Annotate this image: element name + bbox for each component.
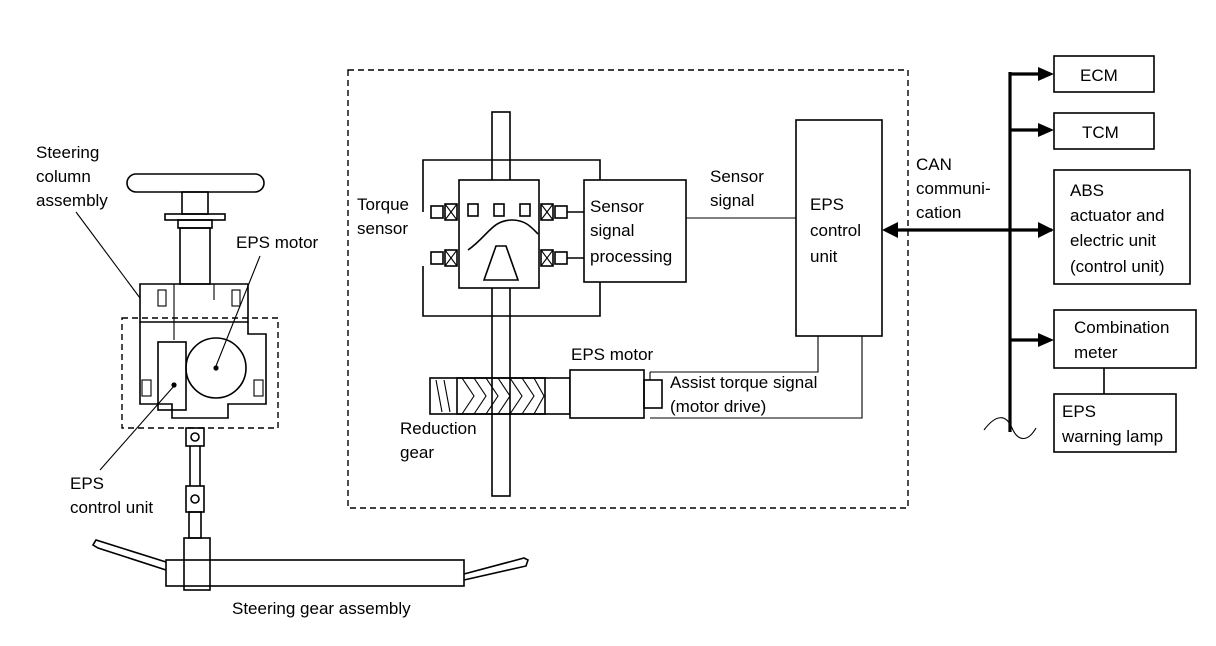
assist-torque-line2: (motor drive): [670, 397, 766, 416]
combination-meter-line1: Combination: [1074, 318, 1169, 337]
motor-drive-line-1: [650, 336, 819, 373]
eps-warning-lamp-line1: EPS: [1062, 402, 1096, 421]
motor-drive-line-2: [650, 336, 863, 419]
eps-control-unit-line1: EPS: [810, 195, 844, 214]
steering-shaft: [491, 111, 511, 497]
can-line1: CAN: [916, 155, 952, 174]
torque-sensor-line2: sensor: [357, 219, 408, 238]
can-line2: communi-: [916, 179, 991, 198]
left-eps-motor-label: EPS motor: [236, 233, 319, 252]
sensor-signal-line1: Sensor: [710, 167, 764, 186]
eps-control-unit-line2: control: [810, 221, 861, 240]
sensor-signal-line2: signal: [710, 191, 754, 210]
center-eps-motor-label: EPS motor: [571, 345, 654, 364]
abs-box: [1053, 169, 1191, 285]
steering-column-line1: Steering: [36, 143, 99, 162]
sensor-processing-line1: Sensor: [590, 197, 644, 216]
torque-sensor-coils: [430, 203, 584, 281]
can-bus: [882, 67, 1054, 440]
left-steering-column-label: Steering column assembly: [36, 143, 108, 210]
eps-warning-lamp-line2: warning lamp: [1061, 427, 1163, 446]
torque-sensor-body: [458, 179, 540, 289]
torque-sensor-line1: Torque: [357, 195, 409, 214]
reduction-gear-line1: Reduction: [400, 419, 477, 438]
eps-control-unit-box: [795, 119, 883, 337]
tcm-box: [1053, 112, 1155, 150]
reduction-gear-label: Reduction gear: [400, 419, 477, 462]
abs-line1: ABS: [1070, 181, 1104, 200]
reduction-gear-line2: gear: [400, 443, 434, 462]
eps-system-boundary: [347, 69, 909, 509]
steering-assembly-illustration: [91, 173, 529, 591]
ecm-box: [1053, 55, 1155, 93]
abs-line4: (control unit): [1070, 257, 1164, 276]
left-eps-control-unit-line2: control unit: [70, 498, 153, 517]
eps-warning-lamp-box: [1053, 393, 1177, 453]
tcm-label: TCM: [1082, 123, 1119, 142]
eps-control-unit-line3: unit: [810, 247, 838, 266]
sensor-processing-line3: processing: [590, 247, 672, 266]
assist-torque-line1: Assist torque signal: [670, 373, 817, 392]
steering-column-line3: assembly: [36, 191, 108, 210]
ecm-label: ECM: [1080, 66, 1118, 85]
steering-column-line2: column: [36, 167, 91, 186]
sensor-signal-processing-box: [583, 179, 687, 283]
steering-gear-label: Steering gear assembly: [232, 599, 411, 618]
combination-meter-line2: meter: [1074, 343, 1118, 362]
combination-meter-box: [1053, 309, 1197, 369]
abs-line3: electric unit: [1070, 231, 1156, 250]
reduction-gear-worm: [429, 377, 571, 415]
can-line3: cation: [916, 203, 961, 222]
sensor-processing-line2: signal: [590, 221, 634, 240]
abs-line2: actuator and: [1070, 206, 1165, 225]
left-eps-control-unit-line1: EPS: [70, 474, 104, 493]
torque-sensor-label: Torque sensor: [357, 195, 409, 238]
eps-motor-box: [569, 369, 645, 419]
